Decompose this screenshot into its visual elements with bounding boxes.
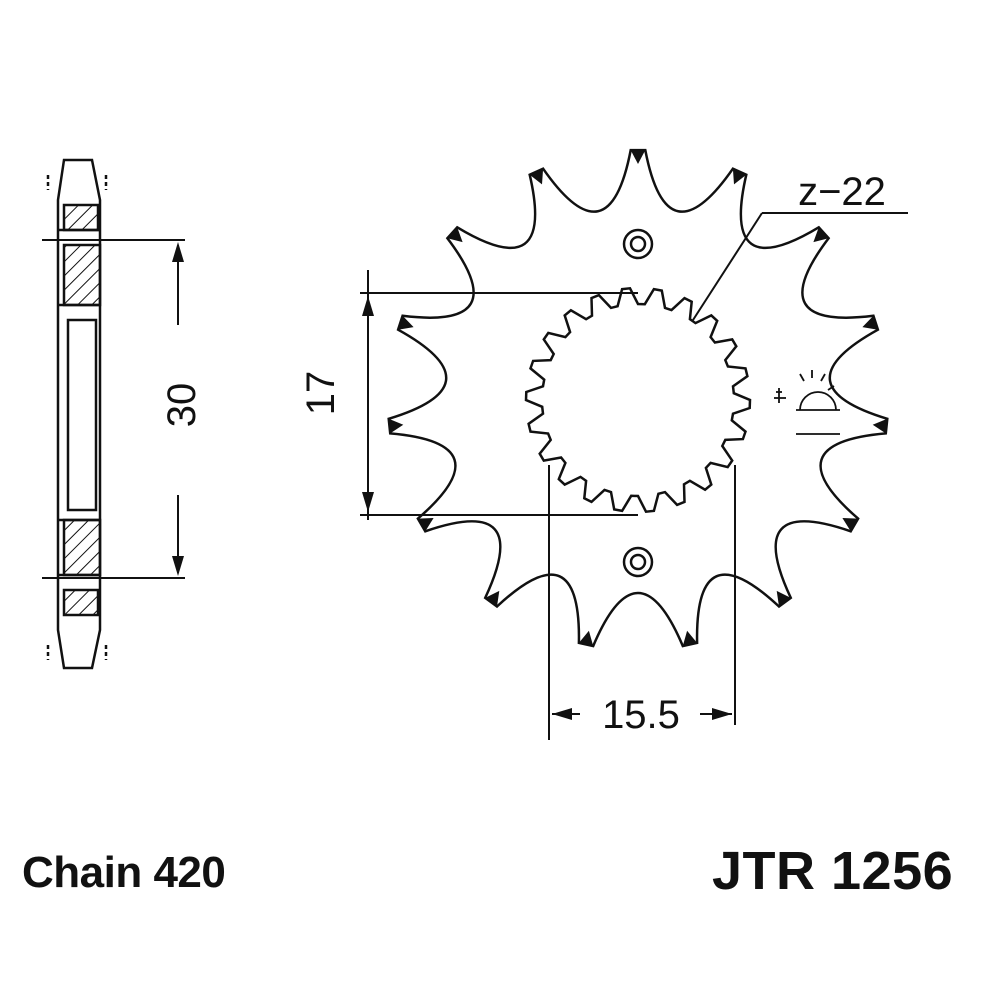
tooth-count-leader — [692, 212, 908, 321]
part-number: JTR 1256 — [712, 841, 954, 901]
sprocket-outline — [387, 148, 889, 648]
dimension-30 — [42, 239, 185, 579]
dimension-15-5 — [548, 465, 736, 740]
dimension-17-label: 17 — [299, 371, 343, 416]
dimension-15-5-label: 15.5 — [602, 693, 680, 737]
dimension-30-label: 30 — [160, 383, 204, 428]
tooth-count-label: z−22 — [798, 170, 886, 214]
side-profile — [46, 158, 108, 670]
direction-symbol — [774, 370, 840, 435]
bolt-hole-top — [622, 228, 654, 260]
chain-label: Chain 420 — [22, 848, 226, 897]
dimension-17 — [360, 270, 638, 520]
bolt-hole-bottom — [622, 546, 654, 578]
